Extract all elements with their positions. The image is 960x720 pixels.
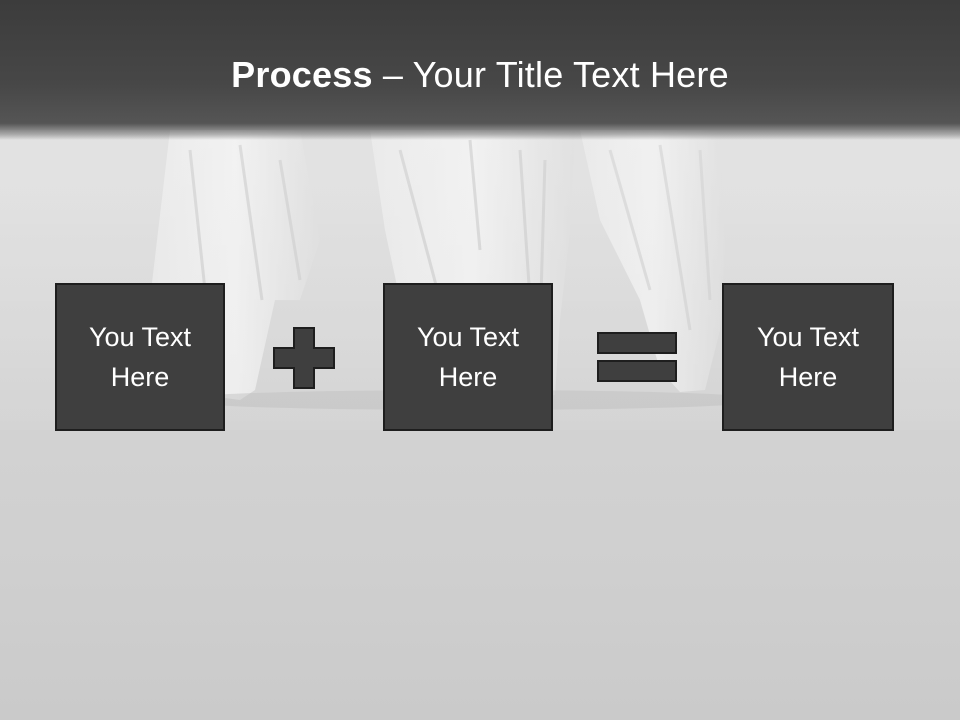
slide-title: Process – Your Title Text Here [0, 52, 960, 98]
process-step-1-text: You Text Here [88, 322, 192, 392]
title-rest-text: – Your Title Text Here [372, 54, 729, 95]
process-step-2-box[interactable]: You Text Here [383, 283, 553, 431]
process-step-1-box[interactable]: You Text Here [55, 283, 225, 431]
equals-icon [597, 332, 677, 382]
process-result-box[interactable]: You Text Here [722, 283, 894, 431]
process-step-2-text: You Text Here [416, 322, 520, 392]
process-result-text: You Text Here [756, 322, 860, 392]
plus-icon [273, 327, 335, 389]
title-bold-word: Process [231, 54, 373, 95]
title-bar: Process – Your Title Text Here [0, 0, 960, 140]
